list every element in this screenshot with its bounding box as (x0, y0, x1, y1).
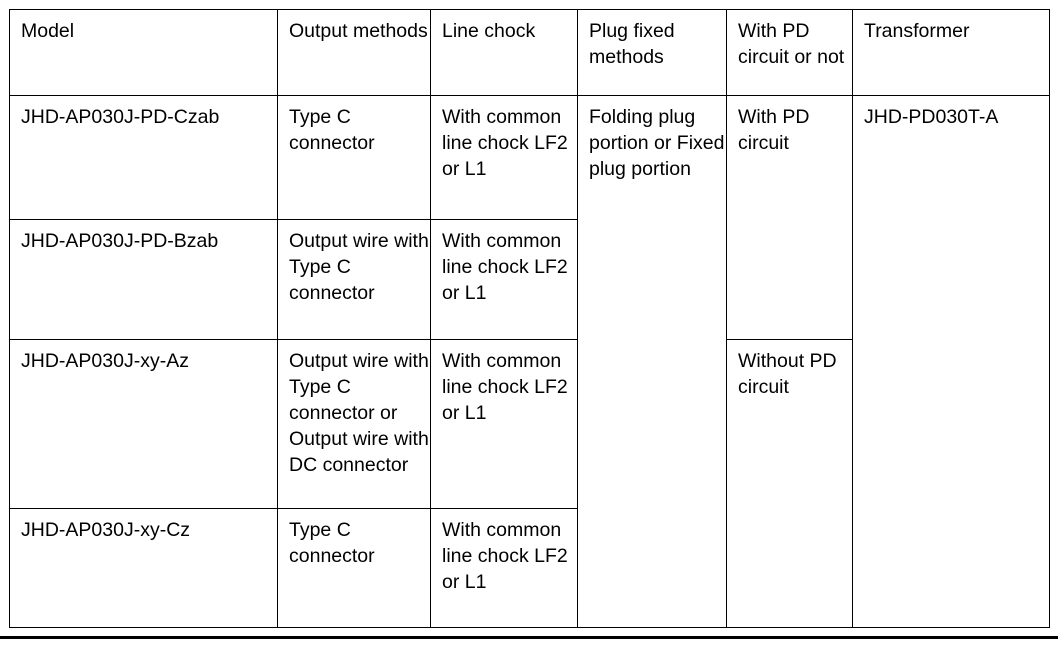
cell-pd-circuit-with: With PD circuit (726, 95, 853, 340)
spec-table: Model Output methods Line chock Plug fix… (9, 9, 1050, 628)
cell-output-methods-3: Output wire with Type C connector or Out… (277, 339, 431, 509)
cell-line-chock-2: With common line chock LF2 or L1 (430, 219, 578, 340)
table-row: JHD-AP030J-xy-Cz Type C connector With c… (9, 508, 1050, 628)
cell-pd-circuit-without: Without PD circuit (726, 339, 853, 628)
table-row: JHD-AP030J-PD-Bzab Output wire with Type… (9, 219, 1050, 340)
cell-plug-fixed-methods-merged: Folding plug portion or Fixed plug porti… (577, 95, 727, 628)
column-header-output-methods: Output methods (277, 9, 431, 96)
column-header-line-chock: Line chock (430, 9, 578, 96)
cell-model-4: JHD-AP030J-xy-Cz (9, 508, 278, 628)
table-row: JHD-AP030J-xy-Az Output wire with Type C… (9, 339, 1050, 628)
cell-model-2: JHD-AP030J-PD-Bzab (9, 219, 278, 340)
cell-output-methods-1: Type C connector (277, 95, 431, 220)
cell-line-chock-4: With common line chock LF2 or L1 (430, 508, 578, 628)
cell-line-chock-1: With common line chock LF2 or L1 (430, 95, 578, 220)
cell-transformer-merged: JHD-PD030T-A (852, 95, 1050, 628)
cell-model-1: JHD-AP030J-PD-Czab (9, 95, 278, 220)
cell-line-chock-3: With common line chock LF2 or L1 (430, 339, 578, 509)
column-header-model: Model (9, 9, 278, 96)
table-header-row: Model Output methods Line chock Plug fix… (9, 9, 1050, 96)
table-row: JHD-AP030J-PD-Czab Type C connector With… (9, 95, 1050, 628)
column-header-transformer: Transformer (852, 9, 1050, 96)
cell-model-3: JHD-AP030J-xy-Az (9, 339, 278, 509)
horizontal-rule (0, 636, 1058, 639)
cell-output-methods-4: Type C connector (277, 508, 431, 628)
cell-output-methods-2: Output wire with Type C connector (277, 219, 431, 340)
column-header-with-pd-circuit-or-not: With PD circuit or not (726, 9, 853, 96)
column-header-plug-fixed-methods: Plug fixed methods (577, 9, 727, 96)
